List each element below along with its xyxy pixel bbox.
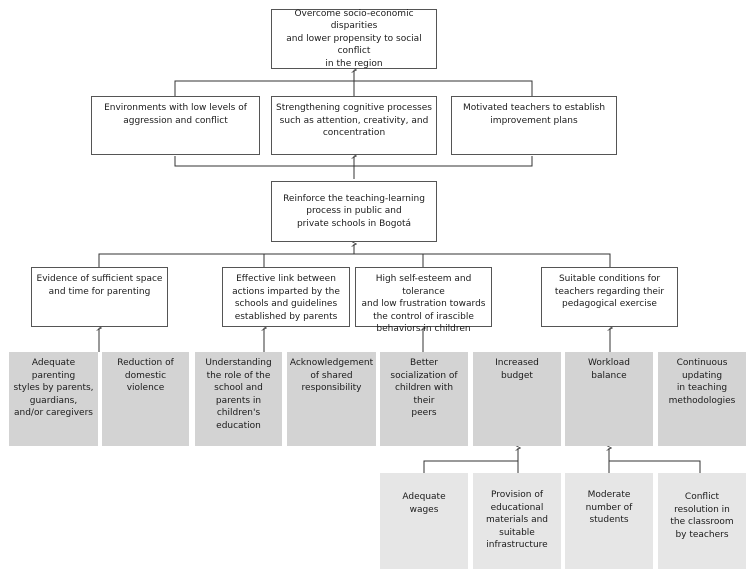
means-box-1: Evidence of sufficient space and time fo… (31, 267, 168, 327)
factor-box-2: Reduction of domestic violence (102, 352, 189, 446)
outcome-box-3: Motivated teachers to establish improvem… (451, 96, 617, 155)
core-box: Reinforce the teaching-learning process … (271, 181, 437, 242)
core-text: Reinforce the teaching-learning process … (283, 193, 425, 229)
means-box-2: Effective link between actions imparted … (222, 267, 350, 327)
subfactor-box-1: Adequate wages (380, 473, 468, 569)
factor-text: Adequate parenting styles by parents, gu… (13, 358, 94, 418)
subfactor-text: Adequate wages (402, 492, 446, 515)
means-text: High self-esteem and tolerance and low f… (361, 274, 486, 334)
factor-text: Workload balance (587, 358, 631, 381)
subfactor-text: Moderate number of students (585, 490, 633, 525)
outcome-text: Environments with low levels of aggressi… (104, 103, 247, 126)
subfactor-text: Provision of educational materials and s… (485, 490, 549, 550)
factor-text: Reduction of domestic violence (117, 358, 174, 393)
means-text: Suitable conditions for teachers regardi… (554, 274, 665, 309)
outcome-box-2: Strengthening cognitive processes such a… (271, 96, 437, 155)
subfactor-box-4: Conflict resolution in the classroom by … (658, 473, 746, 569)
factor-box-1: Adequate parenting styles by parents, gu… (9, 352, 98, 446)
factor-text: Continuous updating in teaching methodol… (668, 358, 736, 406)
factor-text: Understanding the role of the school and… (205, 358, 272, 431)
connector-to-workload-balance (608, 460, 701, 473)
factor-box-8: Continuous updating in teaching methodol… (658, 352, 746, 446)
outcome-text: Strengthening cognitive processes such a… (276, 103, 432, 138)
means-box-3: High self-esteem and tolerance and low f… (355, 267, 492, 334)
factor-box-6: Increased budget (473, 352, 561, 446)
factor-text: Acknowledgement of shared responsibility (289, 358, 374, 393)
factor-box-4: Acknowledgement of shared responsibility (287, 352, 376, 446)
goal-box: Overcome socio-economic disparities and … (271, 9, 437, 69)
factor-text: Increased budget (495, 358, 539, 381)
outcome-box-1: Environments with low levels of aggressi… (91, 96, 260, 155)
subfactor-text: Conflict resolution in the classroom by … (670, 492, 734, 540)
subfactor-box-3: Moderate number of students (565, 473, 653, 569)
factor-box-5: Better socialization of children with th… (380, 352, 468, 446)
goal-text: Overcome socio-economic disparities and … (286, 8, 422, 69)
means-box-4: Suitable conditions for teachers regardi… (541, 267, 678, 327)
factor-box-7: Workload balance (565, 352, 653, 446)
factor-text: Better socialization of children with th… (390, 358, 458, 418)
factor-box-3: Understanding the role of the school and… (195, 352, 282, 446)
outcome-text: Motivated teachers to establish improvem… (462, 103, 606, 126)
means-text: Effective link between actions imparted … (232, 274, 340, 322)
means-text: Evidence of sufficient space and time fo… (36, 274, 163, 297)
subfactor-box-2: Provision of educational materials and s… (473, 473, 561, 569)
connector-to-increased-budget (423, 460, 519, 473)
connector-means-to-core (98, 253, 611, 267)
